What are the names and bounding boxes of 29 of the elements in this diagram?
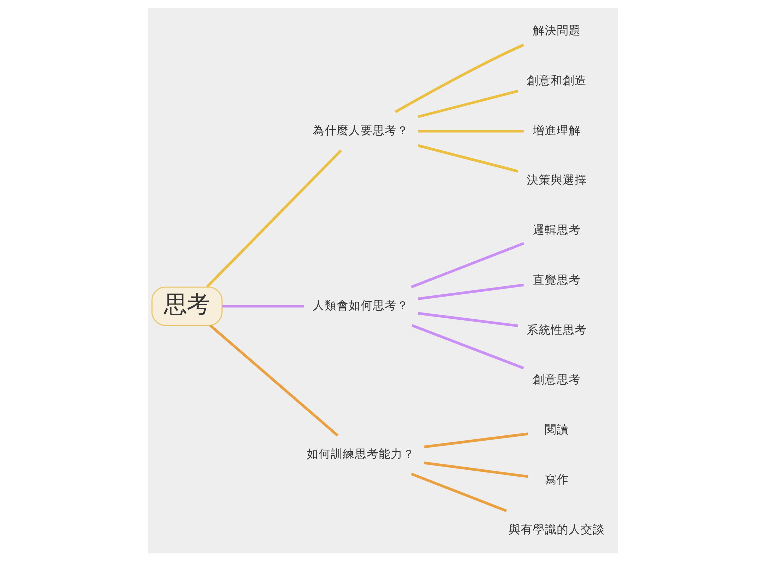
- connector: [410, 472, 507, 512]
- node-text: 如何訓練思考能力？: [306, 446, 415, 461]
- connector: [423, 462, 528, 478]
- connector: [423, 432, 528, 449]
- connector: [418, 130, 524, 133]
- node-text: 直覺思考: [532, 272, 580, 287]
- connector: [411, 324, 524, 370]
- connector: [222, 305, 304, 308]
- connector: [418, 284, 524, 300]
- node-text: 創意思考: [532, 372, 580, 387]
- node-text: 邏輯思考: [532, 223, 580, 238]
- node-box: 思考: [151, 286, 222, 326]
- node-text: 決策與選擇: [526, 173, 586, 188]
- node-text: 與有學識的人交談: [508, 522, 604, 536]
- node-text: 創意和創造: [526, 74, 586, 88]
- node-text: 寫作: [544, 472, 568, 486]
- connector: [410, 242, 524, 288]
- connector: [394, 44, 524, 114]
- connector: [206, 150, 342, 288]
- connector: [417, 144, 518, 173]
- connector: [417, 90, 518, 118]
- node-text: 為什麼人要思考？: [312, 123, 409, 138]
- connector: [209, 324, 338, 437]
- connector: [418, 312, 518, 328]
- node-text: 解決問題: [532, 24, 580, 38]
- node-text: 增進理解: [532, 123, 580, 138]
- node-text: 閱讀: [544, 422, 568, 437]
- node-text: 人類會如何思考？: [312, 298, 409, 312]
- node-text: 系統性思考: [526, 322, 586, 337]
